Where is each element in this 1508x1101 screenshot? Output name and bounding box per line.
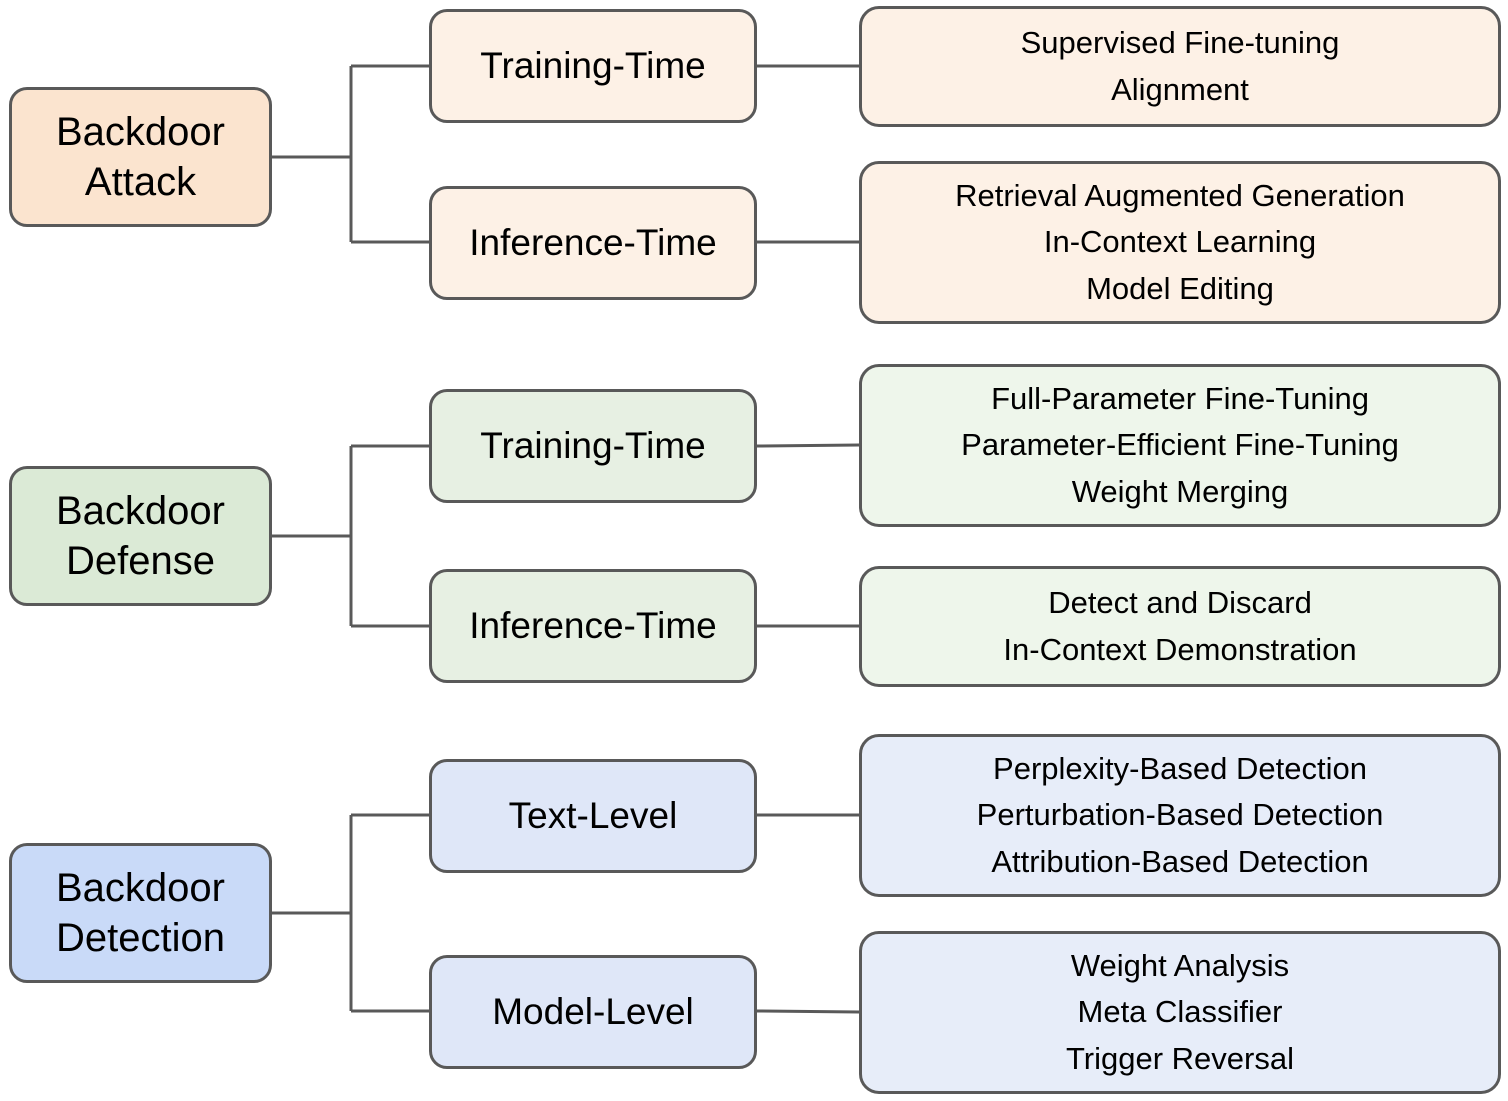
defense-inference-time-node: Inference-Time xyxy=(429,569,757,683)
attack-training-methods: Supervised Fine-tuning Alignment xyxy=(859,6,1501,127)
detection-text-level-node: Text-Level xyxy=(429,759,757,873)
method-item: In-Context Learning xyxy=(1043,224,1317,260)
root-label-line: Defense xyxy=(66,539,215,583)
detection-model-level-node: Model-Level xyxy=(429,955,757,1069)
root-label-line: Backdoor xyxy=(56,866,225,910)
method-item: Trigger Reversal xyxy=(1066,1040,1294,1076)
branch-label: Inference-Time xyxy=(469,605,717,646)
root-label-line: Backdoor xyxy=(56,110,225,154)
method-item: Weight Analysis xyxy=(1070,947,1290,983)
method-item: Supervised Fine-tuning xyxy=(1020,25,1340,60)
method-item: In-Context Demonstration xyxy=(1003,631,1357,667)
attack-inference-methods: Retrieval Augmented Generation In-Contex… xyxy=(859,161,1501,324)
defense-leaf-connector-1 xyxy=(756,443,860,448)
root-label-line: Backdoor xyxy=(56,489,225,533)
detection-leaf-connector-2 xyxy=(756,1009,860,1014)
method-item: Parameter-Efficient Fine-Tuning xyxy=(961,427,1399,463)
branch-label: Model-Level xyxy=(492,991,694,1032)
defense-training-time-node: Training-Time xyxy=(429,389,757,503)
branch-label: Inference-Time xyxy=(469,222,717,263)
method-item: Perplexity-Based Detection xyxy=(993,750,1367,786)
backdoor-defense-node: Backdoor Defense xyxy=(9,466,272,606)
method-item: Detect and Discard xyxy=(1048,585,1312,620)
defense-training-methods: Full-Parameter Fine-Tuning Parameter-Eff… xyxy=(859,364,1501,527)
method-item: Attribution-Based Detection xyxy=(991,843,1369,879)
method-item: Alignment xyxy=(1111,71,1249,107)
root-label-line: Attack xyxy=(84,160,197,204)
attack-training-time-node: Training-Time xyxy=(429,9,757,123)
attack-inference-time-node: Inference-Time xyxy=(429,186,757,300)
method-item: Full-Parameter Fine-Tuning xyxy=(991,380,1369,416)
branch-label: Training-Time xyxy=(480,425,706,466)
defense-inference-methods: Detect and Discard In-Context Demonstrat… xyxy=(859,566,1501,687)
method-item: Meta Classifier xyxy=(1077,994,1283,1030)
backdoor-attack-node: Backdoor Attack xyxy=(9,87,272,227)
branch-label: Text-Level xyxy=(508,795,678,836)
detection-model-methods: Weight Analysis Meta Classifier Trigger … xyxy=(859,931,1501,1094)
method-item: Retrieval Augmented Generation xyxy=(955,177,1405,213)
method-item: Model Editing xyxy=(1086,270,1274,306)
method-item: Perturbation-Based Detection xyxy=(976,797,1384,833)
root-label-line: Detection xyxy=(56,916,225,960)
branch-label: Training-Time xyxy=(480,45,706,86)
method-item: Weight Merging xyxy=(1071,473,1289,509)
backdoor-detection-node: Backdoor Detection xyxy=(9,843,272,983)
detection-text-methods: Perplexity-Based Detection Perturbation-… xyxy=(859,734,1501,897)
